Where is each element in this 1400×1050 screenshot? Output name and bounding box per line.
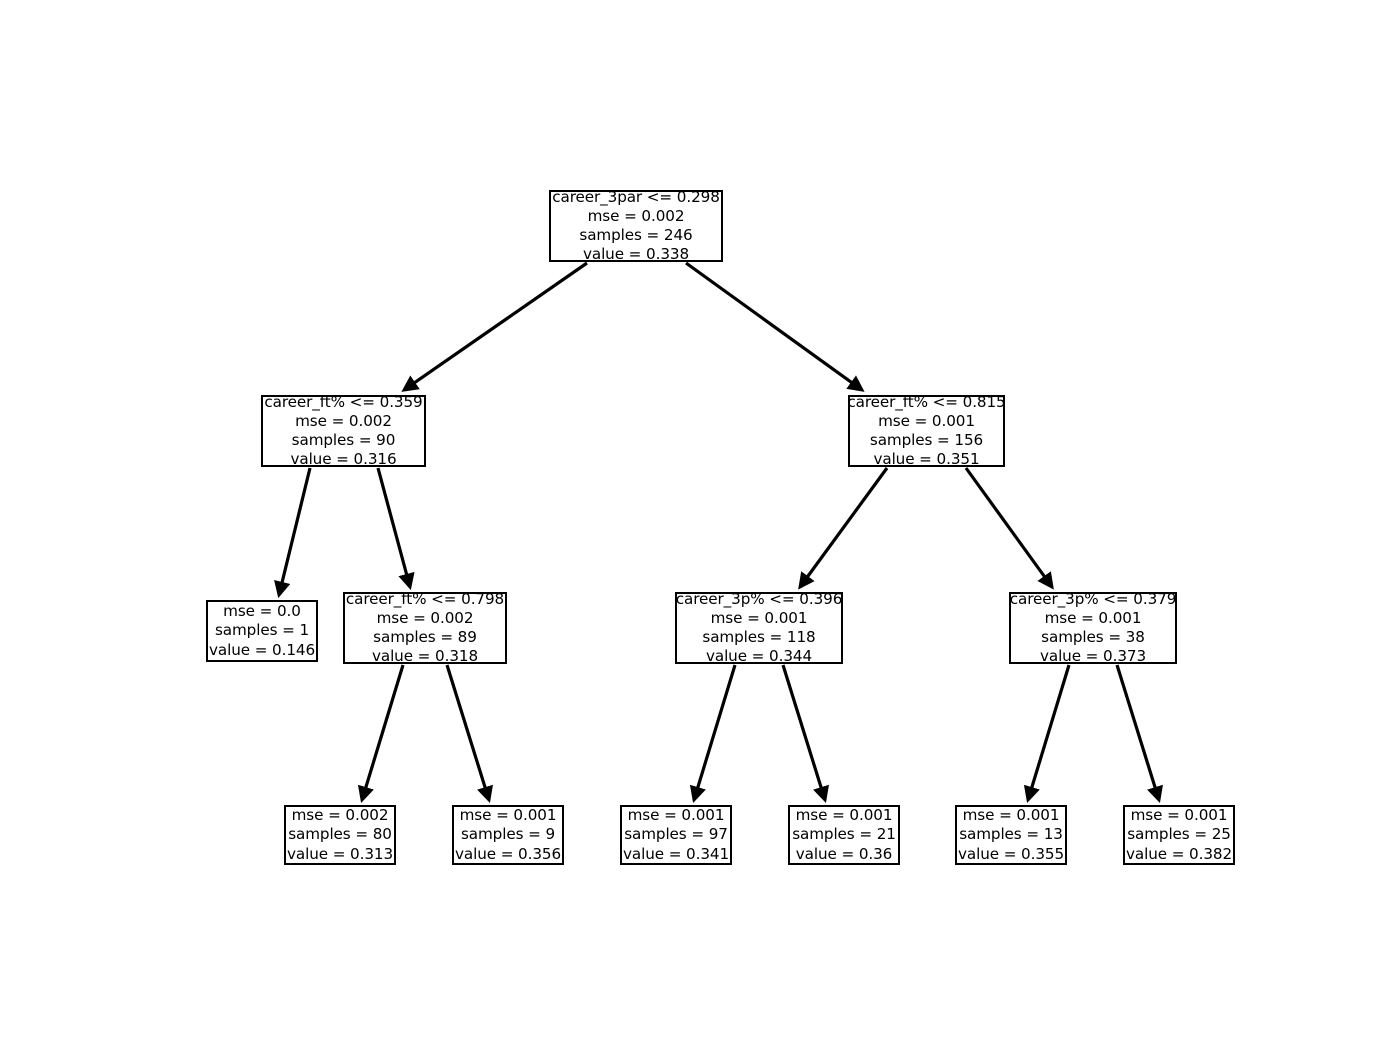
node-text-line: value = 0.356 (454, 844, 562, 863)
tree-edge-n6-n12 (1115, 664, 1163, 804)
node-text-line: samples = 156 (869, 431, 984, 449)
node-text-line: value = 0.318 (371, 647, 479, 666)
node-text-line: value = 0.351 (873, 450, 980, 469)
node-text-line: mse = 0.002 (295, 411, 392, 430)
node-text-line: value = 0.382 (1125, 844, 1233, 863)
node-text-line: samples = 25 (1127, 825, 1231, 844)
tree-edge-n5-n10 (781, 664, 829, 804)
node-text-line: career_3p% <= 0.379 (1009, 589, 1177, 608)
tree-edge-n0-n2 (685, 261, 865, 392)
node-text-line: mse = 0.001 (459, 806, 557, 825)
node-text-line: value = 0.338 (582, 245, 690, 264)
node-text-line: value = 0.344 (705, 647, 813, 666)
node-text-line: mse = 0.002 (587, 206, 685, 225)
tree-edge-n0-n1 (401, 261, 588, 392)
tree-edge-n1-n4 (376, 467, 415, 591)
node-text-line: value = 0.355 (957, 844, 1065, 863)
node-text-line: career_ft% <= 0.798 (345, 589, 505, 608)
node-text-line: mse = 0.001 (795, 806, 893, 825)
tree-edge-n6-n11 (1023, 664, 1071, 804)
node-text-line: mse = 0.001 (1130, 806, 1228, 825)
node-text-line: mse = 0.001 (627, 806, 725, 825)
node-text-line: samples = 9 (460, 825, 556, 844)
tree-edge-n1-n3 (274, 467, 312, 599)
node-text-line: value = 0.36 (795, 844, 893, 863)
node-text-line: value = 0.316 (290, 450, 397, 469)
node-text-line: mse = 0.001 (878, 411, 975, 430)
node-text-line: samples = 90 (291, 431, 396, 449)
node-text-line: mse = 0.002 (376, 608, 474, 627)
tree-edge-n2-n5 (798, 467, 889, 590)
node-text-line: mse = 0.002 (291, 806, 389, 825)
node-text-line: mse = 0.0 (223, 602, 301, 621)
node-text-line: career_3par <= 0.298 (552, 187, 720, 206)
node-text-line: samples = 21 (792, 825, 896, 844)
tree-edge-n4-n7 (357, 664, 405, 804)
node-text-line: mse = 0.001 (710, 608, 808, 627)
node-text-line: mse = 0.001 (962, 806, 1060, 825)
node-text-line: career_ft% <= 0.359 (264, 392, 423, 411)
node-text-line: samples = 246 (579, 226, 693, 244)
tree-edges (274, 261, 1163, 804)
tree-edge-n4-n8 (445, 664, 493, 804)
node-text-line: samples = 118 (702, 628, 816, 646)
node-text-line: samples = 13 (959, 825, 1063, 844)
node-text-line: value = 0.313 (286, 844, 394, 863)
node-text-line: mse = 0.001 (1044, 608, 1142, 627)
tree-edge-n5-n9 (689, 664, 737, 804)
node-text-line: samples = 97 (624, 825, 728, 844)
node-text-line: value = 0.146 (208, 640, 316, 659)
node-text-line: samples = 38 (1041, 628, 1145, 646)
node-text-line: samples = 89 (373, 628, 477, 646)
tree-edge-n2-n6 (964, 467, 1054, 590)
node-text-line: career_3p% <= 0.396 (675, 589, 843, 608)
node-text-line: career_ft% <= 0.815 (847, 392, 1006, 411)
node-text-line: value = 0.373 (1039, 647, 1147, 666)
node-text-line: samples = 80 (288, 825, 392, 844)
node-text-line: samples = 1 (214, 621, 310, 640)
node-text-line: value = 0.341 (622, 844, 730, 863)
